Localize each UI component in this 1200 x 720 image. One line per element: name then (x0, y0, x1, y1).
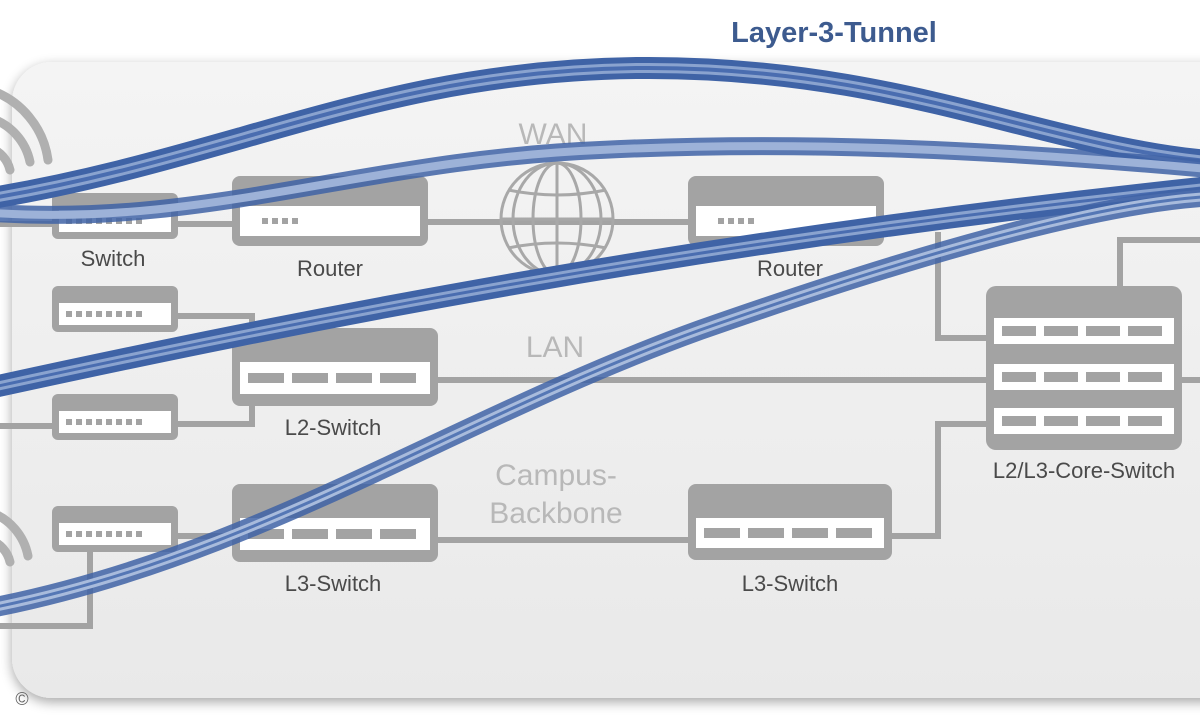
tunnel-bottom (0, 187, 1200, 617)
tunnel-middle (0, 177, 1200, 397)
layer3-tunnels (0, 56, 1200, 617)
diagram-title: Layer-3-Tunnel (731, 17, 937, 49)
switch-icon (52, 286, 178, 332)
device-label-router-left: Router (297, 256, 363, 281)
wifi-icon (0, 511, 33, 567)
device-label-l3-switch-left: L3-Switch (285, 571, 382, 596)
zone-label-campus: Campus- (495, 459, 617, 492)
device-label-l3-switch-right: L3-Switch (742, 571, 839, 596)
wifi-icon (0, 89, 53, 175)
l2-switch-icon (232, 328, 438, 406)
device-label-router-right: Router (757, 256, 823, 281)
copyright-mark: © (15, 689, 28, 709)
l3-switch-icon (688, 484, 892, 560)
zone-label-lan: LAN (526, 331, 584, 364)
zone-label-backbone: Backbone (489, 497, 622, 530)
globe-icon (499, 161, 615, 277)
device-label-core-switch: L2/L3-Core-Switch (993, 458, 1175, 483)
tunnel-top (0, 137, 1200, 224)
switch-icon (52, 506, 178, 552)
device-label-l2-switch: L2-Switch (285, 415, 382, 440)
switch-icon (52, 394, 178, 440)
core-switch-icon (986, 286, 1182, 450)
device-label-switch: Switch (81, 246, 146, 271)
tunnel-arc (0, 56, 1200, 208)
